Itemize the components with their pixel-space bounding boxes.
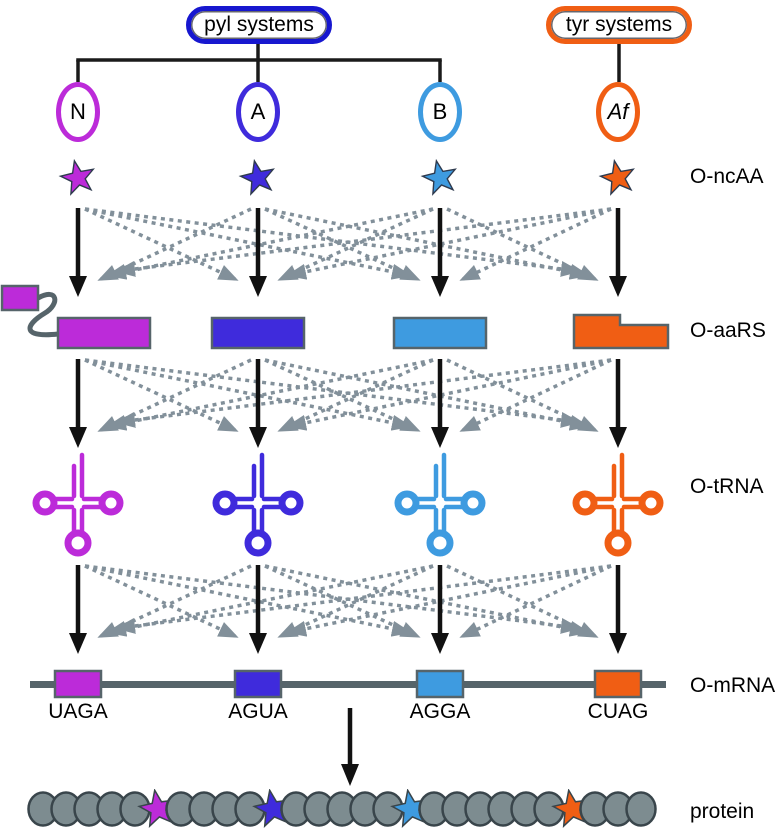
dotted-cross-arrow xyxy=(84,358,412,431)
dotted-cross-arrow xyxy=(264,358,590,431)
dotted-cross-arrow xyxy=(84,358,239,432)
aars-linker-squiggle xyxy=(27,291,61,338)
dotted-cross-arrow xyxy=(459,207,612,281)
dotted-cross-arrow xyxy=(115,207,612,277)
dotted-cross-arrow xyxy=(459,358,612,432)
dotted-cross-arrow xyxy=(459,564,612,638)
black-arrow-head xyxy=(431,276,449,297)
ncaa-star-a xyxy=(238,158,275,196)
mrna-codon-box-n xyxy=(53,669,103,699)
dotted-cross-arrow xyxy=(115,358,612,428)
dotted-cross-arrow xyxy=(84,564,412,637)
row-label-trna: O-tRNA xyxy=(690,475,764,498)
dotted-cross-arrow xyxy=(106,564,434,637)
aars-shape-b xyxy=(392,316,488,350)
trna-icon-n xyxy=(32,452,124,557)
dotted-cross-arrow xyxy=(84,564,239,638)
trna-icon-a xyxy=(212,452,304,557)
dotted-cross-arrow xyxy=(446,358,599,432)
system-oval-a: A xyxy=(236,82,280,142)
tyr-systems-label: tyr systems xyxy=(565,13,673,36)
dotted-cross-arrow xyxy=(106,207,434,280)
system-oval-n: N xyxy=(56,82,100,142)
black-arrow-head xyxy=(69,276,87,297)
tree-connectors xyxy=(76,43,621,82)
trna-icon-b xyxy=(394,452,486,557)
mrna-row xyxy=(30,669,666,699)
trna-icon-af xyxy=(572,452,664,557)
aars-shape-af xyxy=(572,313,670,350)
pyl-systems-label: pyl systems xyxy=(204,13,314,36)
dotted-cross-arrow xyxy=(264,564,590,637)
mrna-codon-box-a xyxy=(233,669,283,699)
row-label-mrna: O-mRNA xyxy=(690,674,776,697)
ncaa-star-af xyxy=(598,158,635,196)
dotted-cross-arrow xyxy=(286,207,612,280)
dotted-cross-arrow xyxy=(97,207,252,281)
pyl-systems-box: pyl systems xyxy=(186,6,332,44)
black-arrow-head xyxy=(431,427,449,448)
dotted-cross-arrow xyxy=(84,564,581,634)
protein-chain xyxy=(27,789,657,829)
aars-shape-n xyxy=(56,316,152,350)
arrow-mesh-ncaa-to-aars xyxy=(69,207,627,297)
translation-arrow xyxy=(341,708,359,786)
codon-label-uaga: UAGA xyxy=(48,700,108,723)
amino-acid-bead xyxy=(625,791,657,827)
arrow-mesh-trna-to-mrna xyxy=(69,564,627,654)
ncaa-star-n xyxy=(58,158,95,196)
dotted-cross-arrow xyxy=(446,207,599,281)
arrow-mesh-aars-to-trna xyxy=(69,358,627,448)
mrna-backbone xyxy=(30,681,666,688)
row-label-ncaa: O-ncAA xyxy=(690,165,764,188)
dotted-cross-arrow xyxy=(84,358,581,428)
dotted-cross-arrow xyxy=(97,358,252,432)
black-arrow-head xyxy=(431,633,449,654)
codon-label-agua: AGUA xyxy=(228,700,288,723)
trna-row xyxy=(32,452,664,557)
aars-row xyxy=(0,284,670,350)
codon-label-agga: AGGA xyxy=(409,700,471,723)
system-label-af: Af xyxy=(607,99,629,124)
dotted-cross-arrow xyxy=(115,564,612,634)
charged-ncaa-block xyxy=(0,284,40,312)
dotted-cross-arrow xyxy=(264,207,590,280)
dotted-cross-arrow xyxy=(84,207,581,277)
dotted-cross-arrow xyxy=(286,564,612,637)
codon-label-cuag: CUAG xyxy=(587,700,649,723)
mrna-codon-box-af xyxy=(593,669,643,699)
dotted-cross-arrow xyxy=(97,564,252,638)
black-arrow-head xyxy=(69,633,87,654)
system-label-b: B xyxy=(432,99,448,124)
dotted-cross-arrow xyxy=(286,358,612,431)
system-oval-b: B xyxy=(418,82,462,142)
dotted-cross-arrow xyxy=(264,207,421,281)
dotted-cross-arrow xyxy=(84,207,239,281)
ncaa-stars-row xyxy=(58,158,635,196)
ncaa-star-b xyxy=(420,158,457,196)
black-arrow-head xyxy=(249,276,267,297)
row-label-aars: O-aaRS xyxy=(690,319,766,342)
black-arrow-head xyxy=(609,633,627,654)
aars-shape-a xyxy=(210,316,306,350)
system-label-n: N xyxy=(70,99,86,124)
system-oval-af: Af xyxy=(596,82,640,142)
black-arrow-head xyxy=(249,427,267,448)
black-arrow-head xyxy=(609,276,627,297)
black-arrow-head xyxy=(249,633,267,654)
dotted-cross-arrow xyxy=(264,564,421,638)
translation-arrow-head xyxy=(341,764,359,786)
tyr-systems-box: tyr systems xyxy=(546,6,692,44)
dotted-cross-arrow xyxy=(446,564,599,638)
dotted-cross-arrow xyxy=(264,358,421,432)
dotted-cross-arrow xyxy=(84,207,412,280)
black-arrow-head xyxy=(69,427,87,448)
black-arrow-head xyxy=(609,427,627,448)
dotted-cross-arrow xyxy=(106,358,434,431)
mrna-codon-box-b xyxy=(415,669,465,699)
system-label-a: A xyxy=(250,99,266,124)
row-label-protein: protein xyxy=(690,800,755,823)
